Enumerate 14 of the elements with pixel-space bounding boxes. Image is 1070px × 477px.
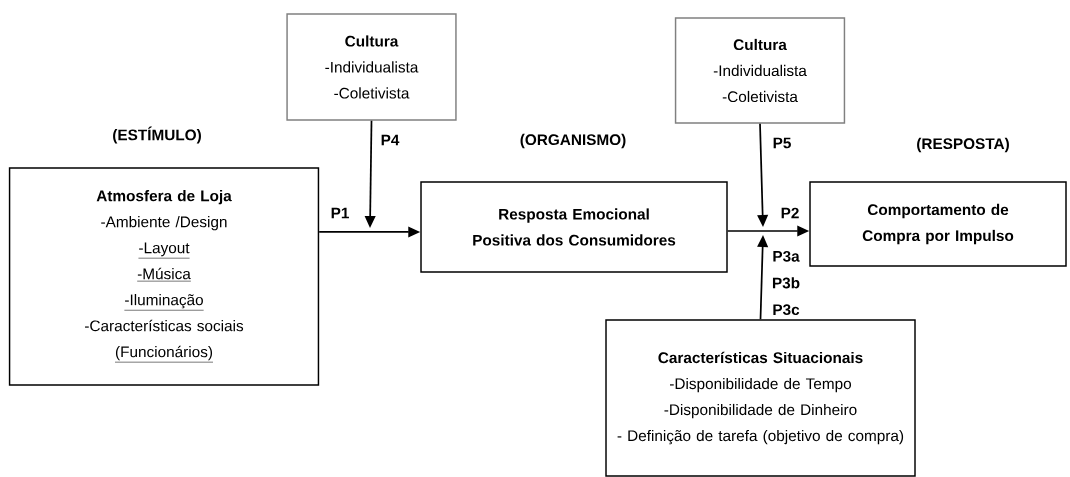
edge-label: P5 — [773, 137, 791, 149]
stage-label: (ESTÍMULO) — [113, 126, 201, 144]
text-box: Cultura -Individualista -Coletivista — [286, 13, 457, 121]
edge-label: P4 — [381, 134, 400, 146]
text-box: Características Situacionais -Disponibilidade de Tempo -Disponibilidade de Dinheiro - Definição de tarefa (objetivo de compra) — [605, 319, 916, 477]
edge-label: P3a P3b P3c — [772, 250, 800, 316]
edge-label: P2 — [781, 207, 799, 219]
text-box: Atmosfera de Loja -Ambiente /Design -Layout -Música -Iluminação -Características sociais (Funcionários) — [8, 167, 320, 386]
stage-label: (RESPOSTA) — [917, 137, 1009, 153]
edge-label: P1 — [331, 207, 349, 219]
stage-label: (ORGANISMO) — [520, 133, 626, 149]
text-box: Resposta Emocional Positiva dos Consumidores — [420, 181, 728, 273]
text-box: Comportamento de Compra por Impulso — [809, 181, 1067, 267]
text-box: Cultura -Individualista -Coletivista — [674, 17, 846, 124]
